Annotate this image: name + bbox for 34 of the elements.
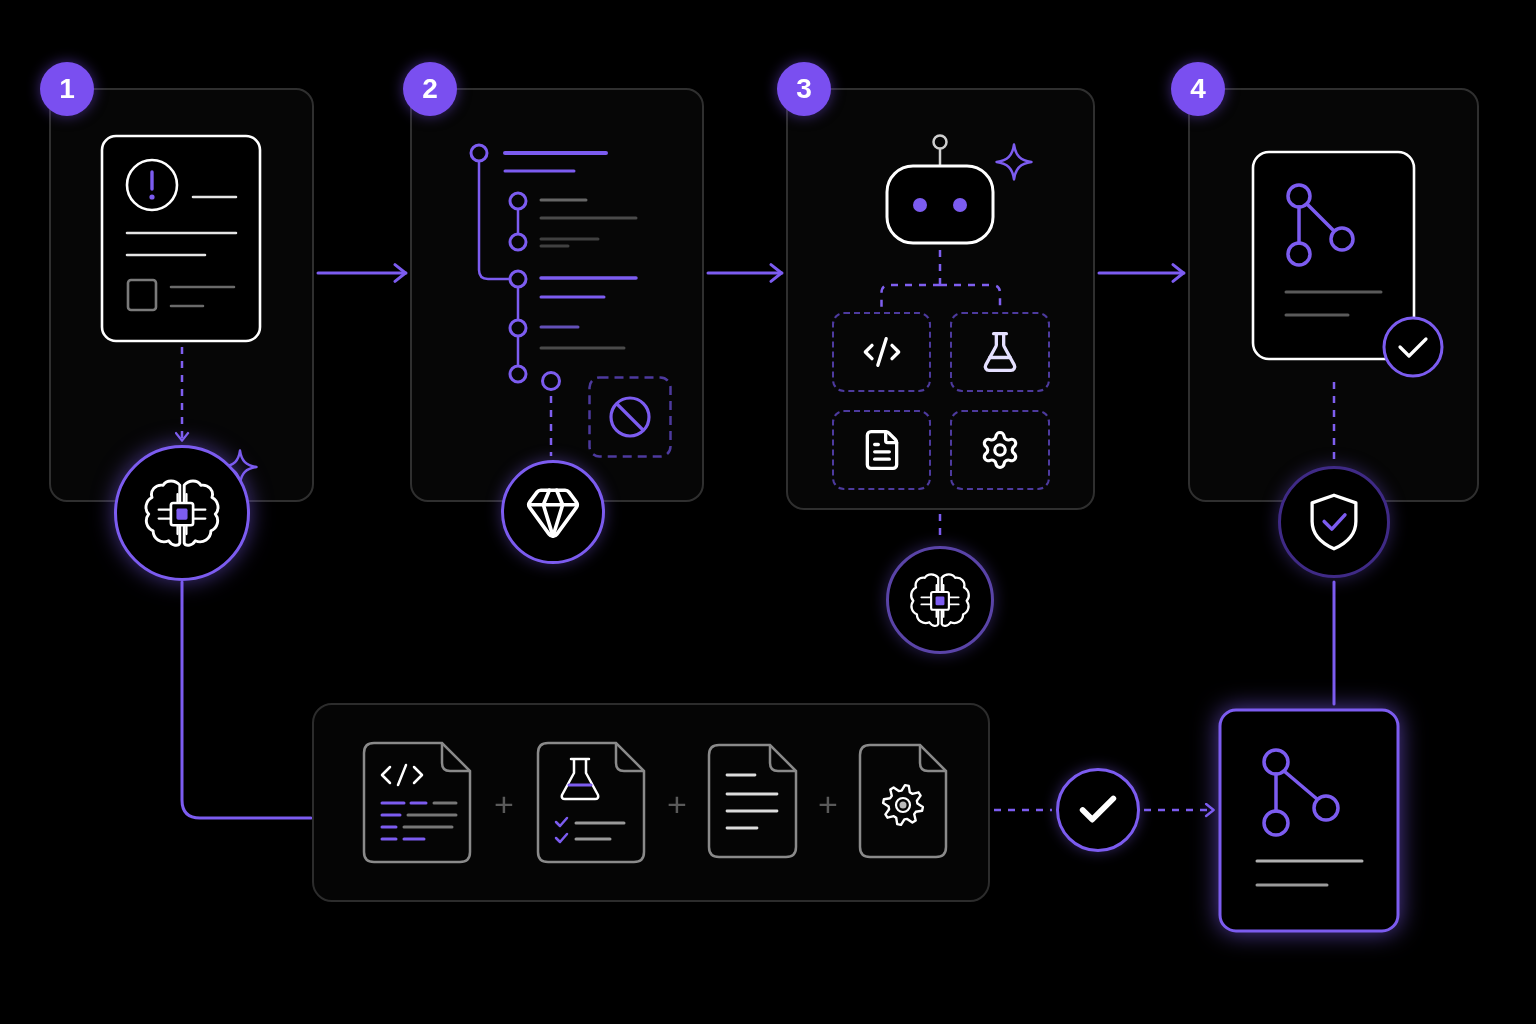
plus-sign: + — [667, 787, 687, 821]
dashed-connector — [549, 396, 553, 456]
dashed-connector — [880, 283, 940, 308]
timeline-tree — [468, 142, 640, 392]
branch-document — [1251, 150, 1445, 378]
code-file — [362, 741, 472, 864]
arrow — [1097, 263, 1186, 283]
dashed-connector — [940, 283, 1002, 308]
number-badge: 4 — [1171, 62, 1225, 116]
dashed-connector — [1332, 382, 1336, 462]
dashed-tile — [950, 312, 1050, 392]
file-bundle-panel — [312, 703, 990, 902]
dashed-connector — [994, 808, 1052, 812]
plus-sign: + — [818, 787, 838, 821]
plus-sign: + — [494, 787, 514, 821]
connector-line — [180, 580, 313, 820]
alert-document — [100, 134, 262, 343]
text-file — [707, 743, 798, 859]
arrow — [316, 263, 408, 283]
dashed-connector — [938, 250, 942, 285]
dashed-tile — [832, 312, 931, 392]
arrow — [706, 263, 784, 283]
robot-head — [884, 133, 996, 246]
dashed-arrow — [1144, 802, 1215, 818]
config-file — [858, 743, 948, 859]
dashed-tile — [950, 410, 1050, 490]
dashed-tile — [832, 410, 931, 490]
number-badge: 1 — [40, 62, 94, 116]
number-badge: 2 — [403, 62, 457, 116]
connector-line — [1332, 580, 1336, 706]
branch-document — [1218, 708, 1400, 933]
test-file — [536, 741, 646, 864]
dashed-arrow — [174, 347, 190, 442]
number-badge: 3 — [777, 62, 831, 116]
